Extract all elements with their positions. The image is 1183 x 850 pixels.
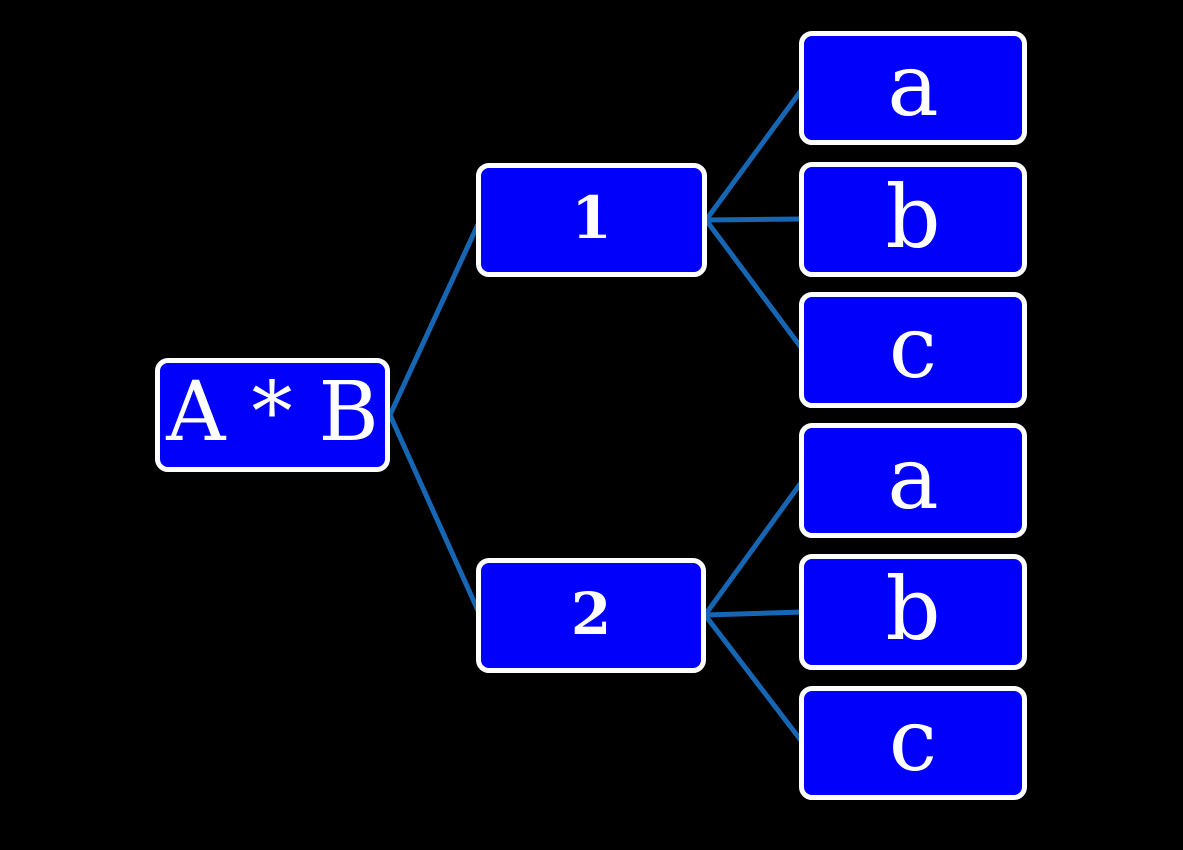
node-label: a: [887, 36, 939, 136]
edge-child-2-leaf-a: [702, 477, 806, 618]
edge-child-1-leaf-b: [703, 216, 806, 223]
node-child-2: 2: [476, 558, 706, 673]
node-label: c: [888, 298, 938, 398]
node-child-1: 1: [476, 163, 707, 277]
edge-child-1-leaf-c: [703, 217, 806, 353]
node-leaf-1c: c: [799, 292, 1027, 408]
edge-child-1-leaf-a: [703, 85, 806, 223]
node-leaf-2b: b: [799, 554, 1027, 670]
node-leaf-1a: a: [799, 31, 1027, 145]
node-leaf-2a: a: [799, 423, 1027, 538]
node-label: 2: [570, 579, 612, 648]
edge-root-child-1: [387, 217, 483, 418]
node-root: A * B: [155, 358, 390, 472]
edge-root-child-2: [387, 412, 483, 618]
node-label: A * B: [166, 365, 379, 460]
node-leaf-1b: b: [799, 162, 1027, 277]
node-label: b: [885, 167, 941, 268]
node-label: a: [887, 428, 939, 529]
edge-child-2-leaf-b: [702, 609, 806, 618]
node-label: 1: [571, 184, 612, 252]
edge-child-2-leaf-c: [702, 612, 806, 746]
node-label: c: [888, 691, 938, 791]
node-leaf-2c: c: [799, 686, 1027, 800]
node-label: b: [885, 560, 941, 660]
